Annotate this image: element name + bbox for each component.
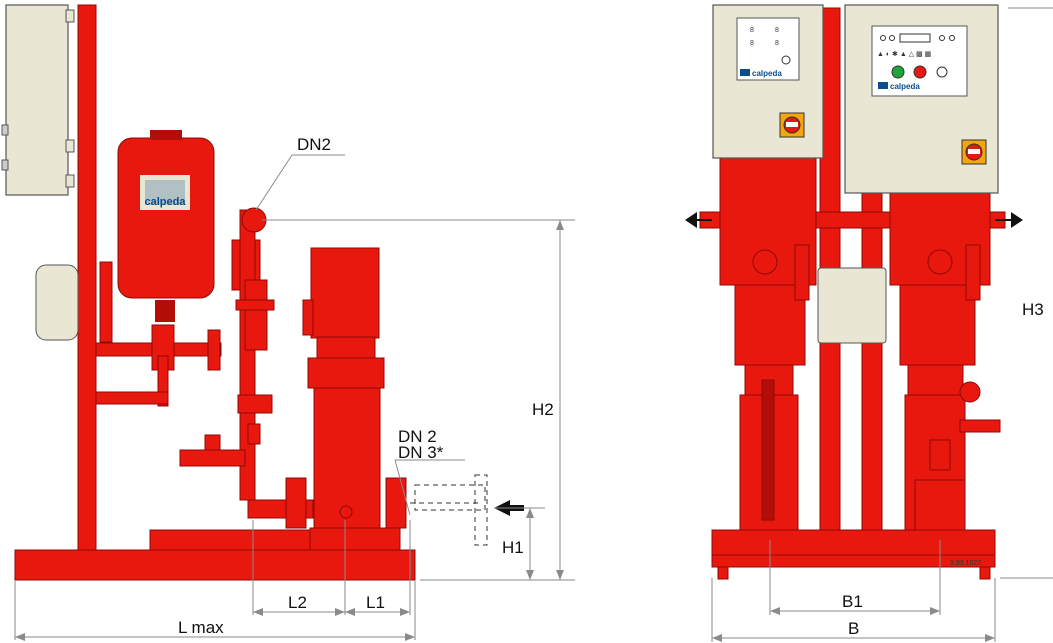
svg-text:▲ ◐ ✱ ▲ △ ▩ ▩: ▲ ◐ ✱ ▲ △ ▩ ▩ (877, 50, 931, 58)
svg-text:8: 8 (750, 27, 754, 34)
front-junction-box (817, 267, 887, 344)
expansion-tank: calpeda (117, 130, 215, 322)
front-control-panel-left: 8 8 8 8 calpeda (712, 4, 824, 159)
label-b1: B1 (842, 592, 863, 611)
svg-text:8: 8 (750, 40, 754, 47)
front-dimension-lines (711, 7, 1053, 642)
label-h1: H1 (502, 538, 524, 557)
front-arrow-left (685, 212, 697, 228)
front-pump-left (719, 154, 817, 531)
optional-flange-dashed (410, 474, 488, 546)
side-pump (285, 247, 407, 529)
side-base-frame (14, 527, 416, 581)
side-dimension-lines (14, 154, 575, 640)
panel1-logo-text: calpeda (752, 69, 782, 78)
panel2-logo-text: calpeda (890, 82, 920, 91)
side-view: calpeda (1, 4, 575, 641)
front-view: 8 8 8 8 calpeda ▲ ◐ ✱ ▲ △ ▩ ▩ calped (685, 4, 1053, 642)
label-b: B (848, 619, 859, 638)
svg-text:8: 8 (775, 40, 779, 47)
side-control-cabinet (1, 4, 75, 196)
front-dimension-arrows (712, 607, 995, 642)
label-l2: L2 (288, 593, 307, 612)
front-pump-right (889, 154, 1001, 531)
front-control-panel-right: ▲ ◐ ✱ ▲ △ ▩ ▩ calpeda (844, 4, 999, 194)
drawing-code: 3.93.1027 (950, 560, 981, 567)
support-column (77, 4, 97, 551)
label-dn3: DN 3* (398, 443, 444, 462)
front-arrow-right (1011, 212, 1023, 228)
label-h3: H3 (1022, 300, 1044, 319)
front-base-frame (711, 529, 996, 580)
svg-text:8: 8 (775, 27, 779, 34)
tank-logo-text: calpeda (145, 196, 187, 208)
label-dn2: DN2 (297, 135, 331, 154)
side-piping (95, 207, 314, 519)
side-dimension-arrows (15, 220, 564, 641)
label-l1: L1 (366, 593, 385, 612)
label-dn2-side: DN 2 (398, 427, 437, 446)
label-h2: H2 (532, 400, 554, 419)
label-lmax: L max (178, 618, 224, 637)
side-junction-box (35, 264, 79, 341)
